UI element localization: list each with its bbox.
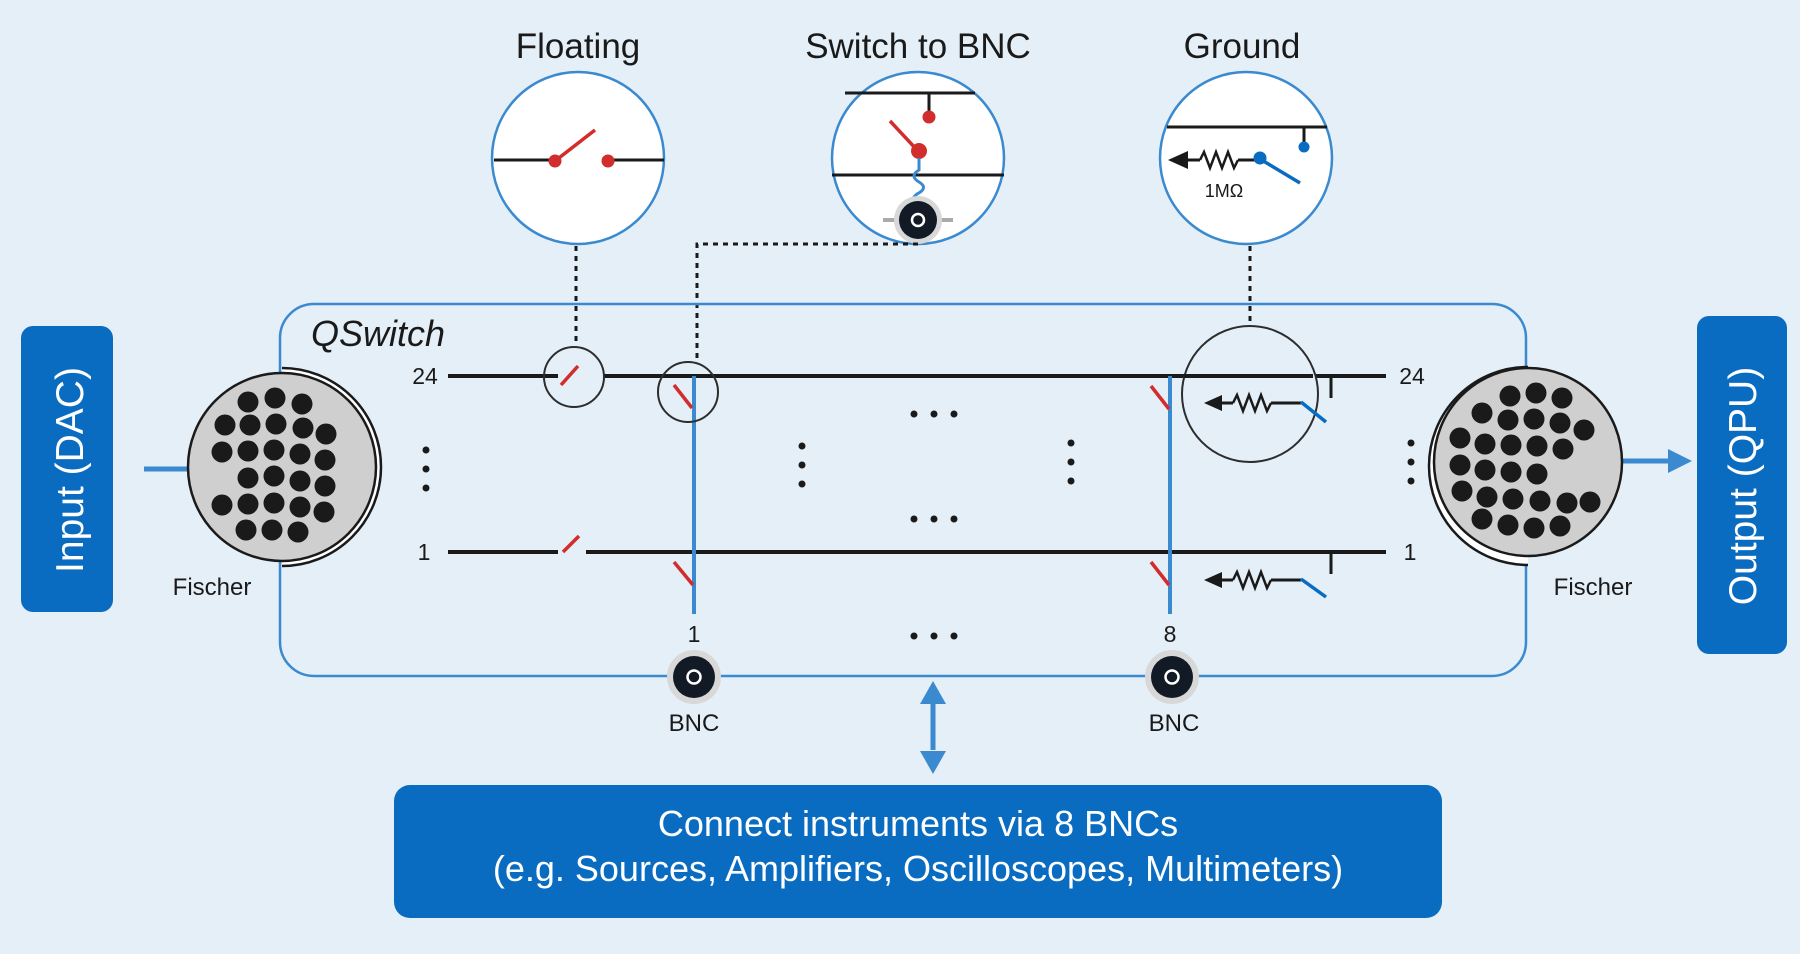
bnc-switch-8-1	[1149, 560, 1171, 587]
ground-mode-icon: 1MΩ	[1158, 70, 1334, 246]
bnc-label-1: BNC	[669, 710, 720, 737]
output-box: Output (QPU)	[1697, 316, 1787, 654]
resistor-value-label: 1MΩ	[1205, 181, 1243, 201]
connector-left-label: Fischer	[173, 574, 252, 601]
line-bottom-number-left: 1	[418, 539, 431, 565]
bnc-connector-8	[1145, 650, 1199, 704]
fischer-connector-right	[1427, 365, 1624, 567]
switch-to-bnc-mode-icon	[830, 70, 1006, 246]
bnc-index-last: 8	[1164, 621, 1177, 647]
mode-title-ground: Ground	[1184, 27, 1301, 66]
callout-dotted-lines	[574, 242, 1252, 362]
input-box: Input (DAC)	[21, 326, 113, 612]
output-arrow	[1616, 449, 1692, 473]
connector-right-label: Fischer	[1554, 574, 1633, 601]
line-bottom-number-right: 1	[1404, 539, 1417, 565]
line-top-number-left: 24	[412, 363, 438, 389]
input-label: Input (DAC)	[49, 367, 92, 573]
info-line-2: (e.g. Sources, Amplifiers, Oscilloscopes…	[493, 848, 1343, 889]
floating-switch-24	[559, 364, 580, 387]
bnc-index-first: 1	[688, 621, 701, 647]
bnc-switch-8-24	[1149, 384, 1171, 411]
instrument-link-arrow	[920, 681, 946, 774]
info-line-1: Connect instruments via 8 BNCs	[658, 803, 1178, 844]
ground-switch-1	[1204, 552, 1333, 599]
signal-line-bottom: 1 1	[418, 539, 1417, 565]
bnc-switch-1-1	[672, 560, 695, 587]
bnc-switch-1-24	[672, 383, 694, 410]
fischer-connector-left	[186, 366, 383, 568]
floating-mode-icon	[490, 70, 666, 246]
bnc-label-8: BNC	[1149, 710, 1200, 737]
output-label: Output (QPU)	[1722, 367, 1765, 605]
floating-switch-1	[561, 534, 581, 554]
bnc-connector-1	[667, 650, 721, 704]
ground-switch-24	[1181, 325, 1386, 463]
floating-switch-highlight	[543, 346, 605, 408]
mode-title-floating: Floating	[516, 27, 641, 66]
bnc-switch-highlight	[657, 361, 719, 423]
line-top-number-right: 24	[1399, 363, 1425, 389]
device-label: QSwitch	[311, 313, 445, 354]
instruments-info-box: Connect instruments via 8 BNCs (e.g. Sou…	[394, 785, 1442, 918]
mode-title-switch-to-bnc: Switch to BNC	[805, 27, 1031, 66]
ellipsis-dots	[422, 410, 1415, 640]
